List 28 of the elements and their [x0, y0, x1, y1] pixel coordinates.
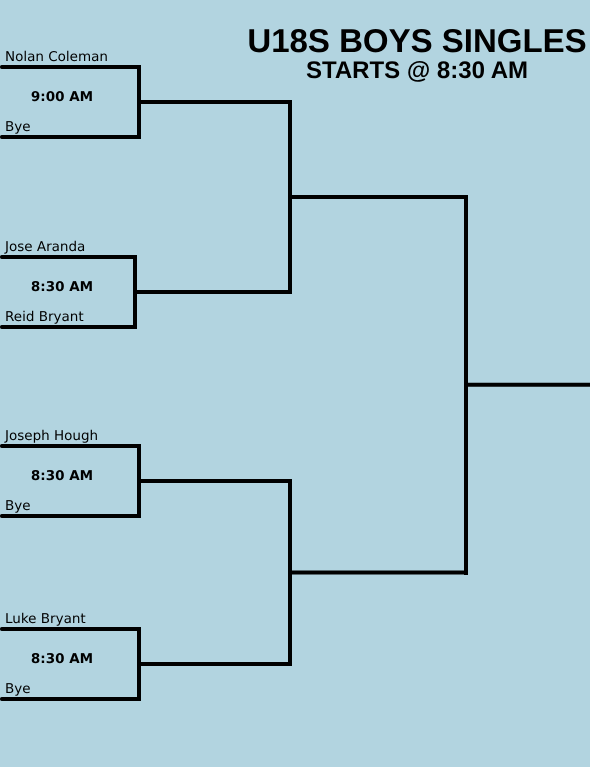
connector-line [137, 290, 288, 294]
match-time: 8:30 AM [30, 652, 94, 666]
match-bracket [0, 239, 137, 329]
connector-line [141, 479, 288, 483]
match-bracket [0, 611, 141, 701]
player-name: Bye [5, 500, 31, 514]
connector-line [468, 382, 590, 387]
match-time: 8:30 AM [30, 470, 94, 484]
player-name: Nolan Coleman [5, 50, 108, 64]
bracket-bar [464, 195, 468, 574]
player-name: Reid Bryant [5, 310, 84, 324]
bracket-bar [288, 479, 292, 666]
title: U18S BOYS SINGLES [247, 24, 587, 57]
connector-line [292, 570, 464, 574]
player-name: Bye [5, 120, 31, 134]
match-bracket [0, 428, 141, 518]
match-time: 9:00 AM [30, 90, 94, 104]
connector-line [141, 100, 288, 104]
subtitle: STARTS @ 8:30 AM [306, 58, 528, 83]
player-name: Luke Bryant [5, 612, 86, 626]
player-name: Joseph Hough [5, 430, 98, 443]
match-time: 8:30 AM [30, 280, 94, 294]
player-name: Bye [5, 682, 31, 696]
connector-line [141, 662, 288, 666]
bracket-bar [288, 100, 292, 294]
player-name: Jose Aranda [5, 240, 86, 254]
connector-line [292, 195, 464, 199]
match-bracket [0, 49, 141, 139]
